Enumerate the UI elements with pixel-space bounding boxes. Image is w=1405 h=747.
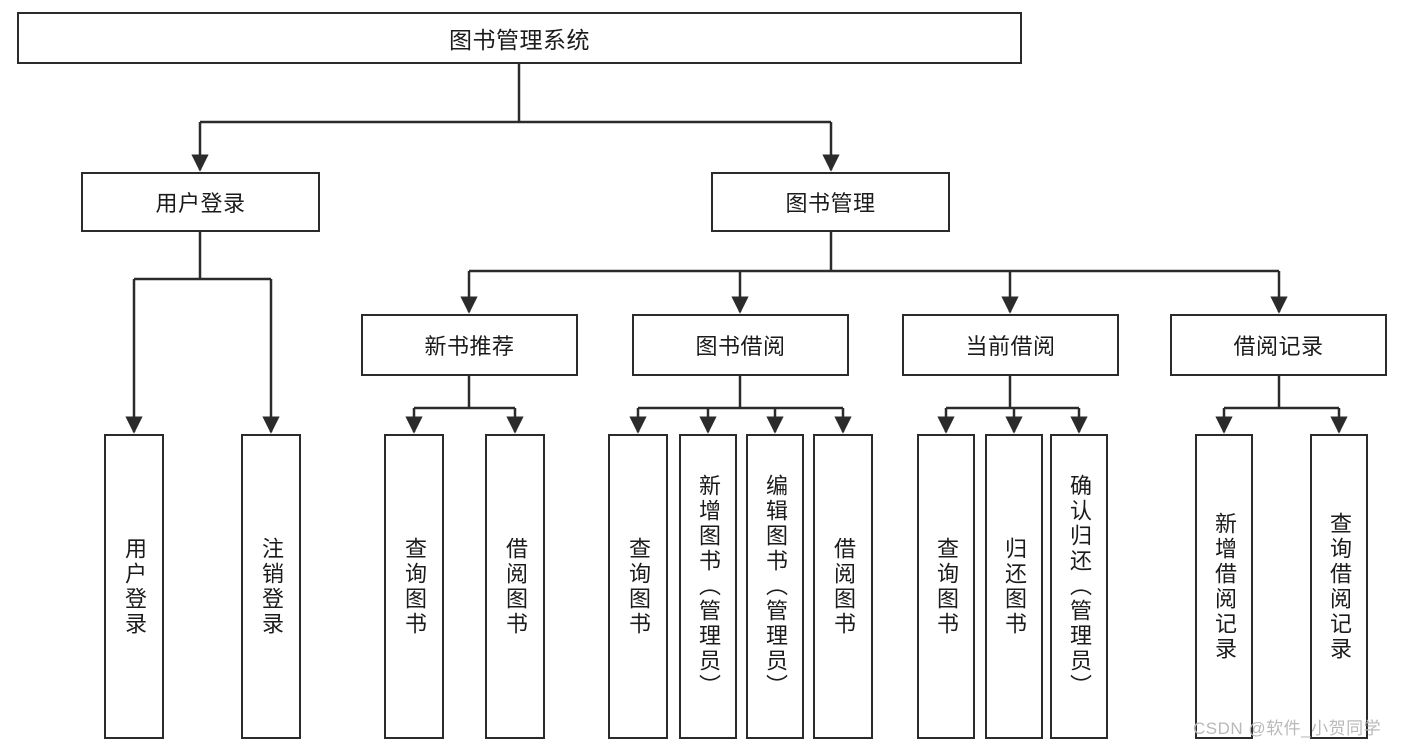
node-label: 注销登录 (259, 536, 284, 637)
node-leaf-leaf-query-borrow-record[interactable]: 查询借阅记录 (1310, 434, 1368, 739)
node-label: 新增图书（管理员） (696, 474, 721, 699)
node-leaf-leaf-add-book-admin[interactable]: 新增图书（管理员） (679, 434, 737, 739)
node-leaf-leaf-logout[interactable]: 注销登录 (241, 434, 301, 739)
node-leaf-leaf-borrow-books-rec[interactable]: 借阅图书 (485, 434, 545, 739)
watermark-label: CSDN @软件_小贺同学 (1193, 719, 1382, 738)
node-level2-current-borrow[interactable]: 当前借阅 (902, 314, 1119, 376)
node-root[interactable]: 图书管理系统 (17, 12, 1022, 64)
node-label: 确认归还（管理员） (1067, 474, 1092, 699)
node-label: 图书管理 (785, 191, 876, 216)
node-label: 借阅记录 (1233, 334, 1324, 359)
node-level1-book-management[interactable]: 图书管理 (711, 172, 950, 232)
node-label: 用户登录 (122, 536, 147, 637)
node-label: 新书推荐 (424, 334, 515, 359)
node-leaf-leaf-return-books[interactable]: 归还图书 (985, 434, 1043, 739)
node-label: 查询借阅记录 (1327, 511, 1352, 662)
node-level1-user-login[interactable]: 用户登录 (81, 172, 320, 232)
node-label: 当前借阅 (965, 334, 1056, 359)
node-label: 编辑图书（管理员） (763, 474, 788, 699)
node-label: 图书管理系统 (449, 27, 590, 53)
node-level2-borrow-records[interactable]: 借阅记录 (1170, 314, 1387, 376)
node-label: 查询图书 (402, 536, 427, 637)
node-label: 借阅图书 (831, 536, 856, 637)
node-leaf-leaf-user-login[interactable]: 用户登录 (104, 434, 164, 739)
node-leaf-leaf-edit-book-admin[interactable]: 编辑图书（管理员） (746, 434, 804, 739)
node-leaf-leaf-query-books-borrow[interactable]: 查询图书 (608, 434, 668, 739)
node-leaf-leaf-add-borrow-record[interactable]: 新增借阅记录 (1195, 434, 1253, 739)
node-leaf-leaf-borrow-books[interactable]: 借阅图书 (813, 434, 873, 739)
node-label: 查询图书 (626, 536, 651, 637)
node-leaf-leaf-query-books-current[interactable]: 查询图书 (917, 434, 975, 739)
node-label: 新增借阅记录 (1212, 511, 1237, 662)
node-leaf-leaf-query-books-rec[interactable]: 查询图书 (384, 434, 444, 739)
node-level2-new-book-recommend[interactable]: 新书推荐 (361, 314, 578, 376)
node-label: 图书借阅 (695, 334, 786, 359)
node-label: 归还图书 (1002, 536, 1027, 637)
node-leaf-leaf-confirm-return-admin[interactable]: 确认归还（管理员） (1050, 434, 1108, 739)
node-label: 用户登录 (155, 191, 246, 216)
node-label: 借阅图书 (503, 536, 528, 637)
node-label: 查询图书 (934, 536, 959, 637)
node-level2-book-borrow[interactable]: 图书借阅 (632, 314, 849, 376)
